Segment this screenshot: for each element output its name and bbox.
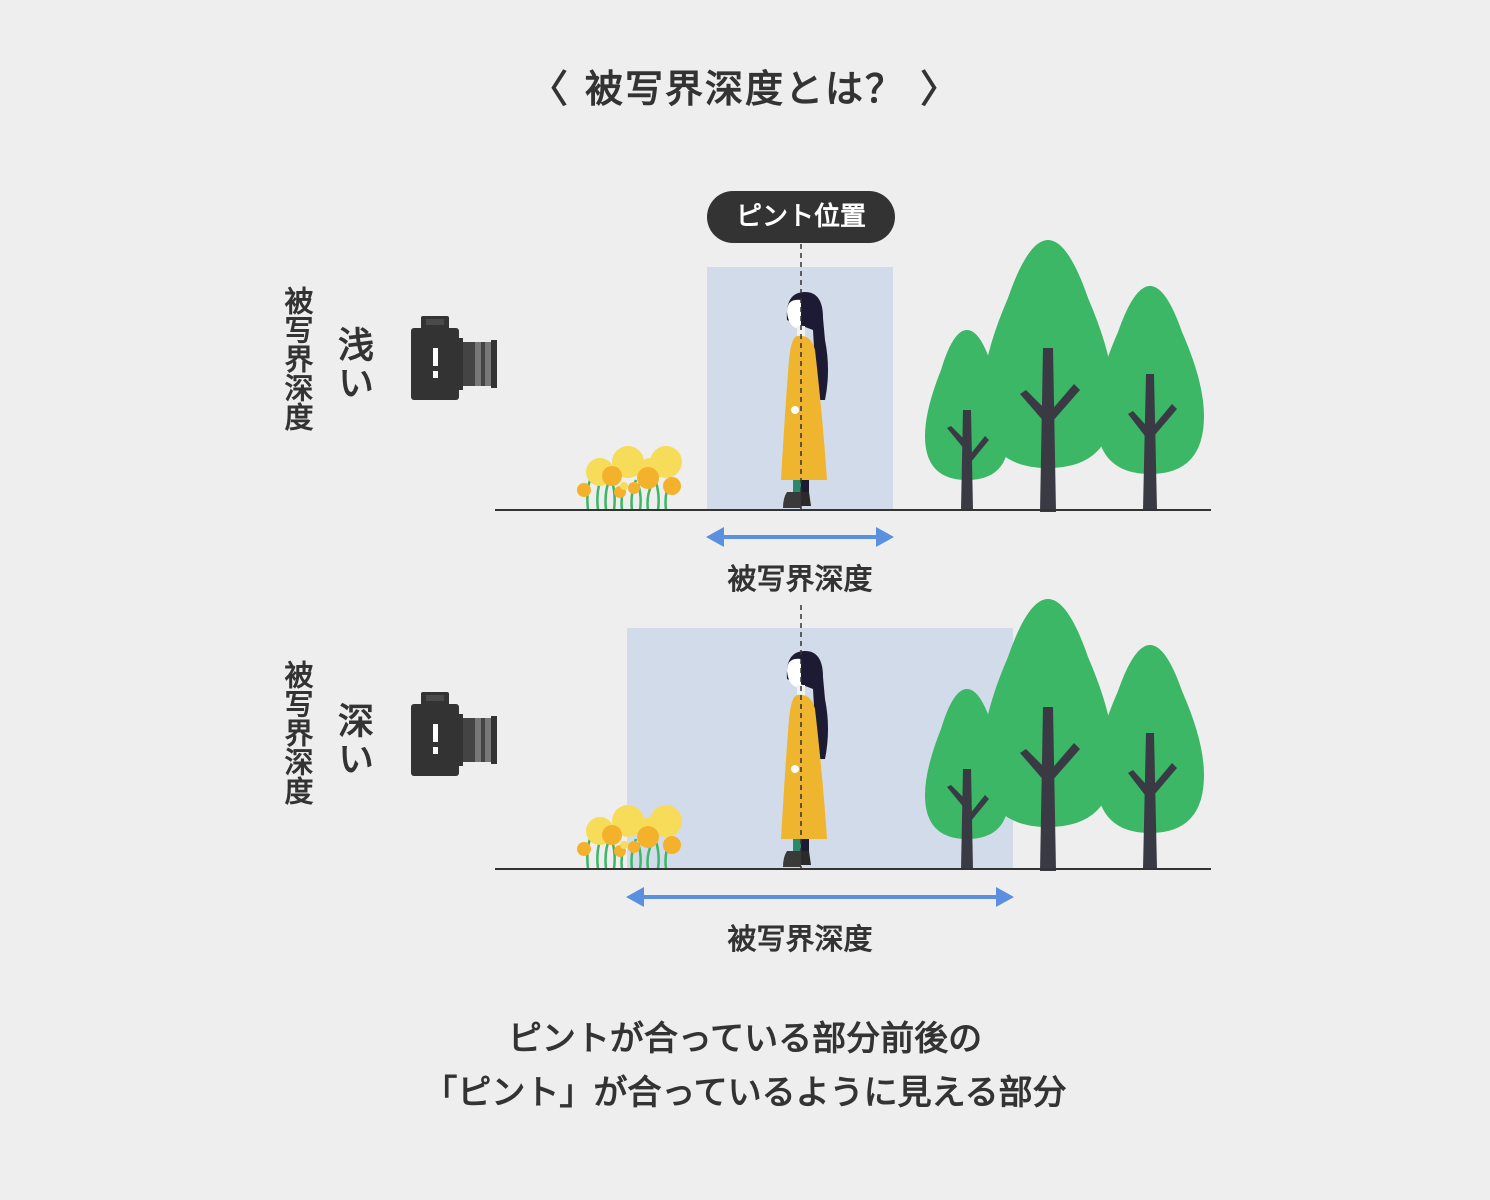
diagram-title: 〈 被写界深度とは？ 〉: [529, 67, 961, 111]
double-arrow-icon: [626, 887, 1014, 907]
row-deep-inner-label: 深い: [332, 702, 373, 778]
row-shallow-outer-label: 被写界深度: [280, 286, 314, 431]
row-shallow-dof-label: 被写界深度: [727, 562, 873, 596]
row-deep-outer-label: 被写界深度: [280, 660, 314, 805]
tree-icon: [982, 240, 1114, 512]
caption: ピントが合っている部分前後の 「ピント」が合っているように見える部分: [0, 1012, 1490, 1120]
row-deep-dof-label: 被写界深度: [727, 922, 873, 956]
caption-line-1: ピントが合っている部分前後の: [507, 1019, 983, 1059]
focus-position-label: ピント位置: [707, 191, 895, 243]
camera-icon: [411, 692, 497, 776]
row-deep: [411, 599, 1211, 907]
row-shallow: [411, 240, 1211, 547]
flower-cluster: [575, 444, 684, 512]
tree-icon: [1096, 645, 1204, 869]
caption-line-2: 「ピント」が合っているように見える部分: [423, 1073, 1067, 1113]
camera-icon: [411, 316, 497, 400]
row-shallow-inner-label: 浅い: [332, 326, 373, 402]
tree-icon: [1096, 286, 1204, 510]
double-arrow-icon: [706, 527, 894, 547]
